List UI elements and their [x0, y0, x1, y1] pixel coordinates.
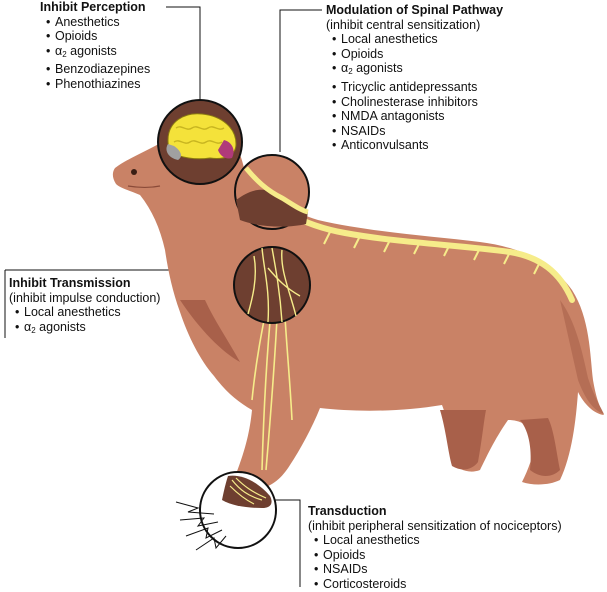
list-item: Tricyclic antidepressants	[326, 80, 503, 95]
modulation-title: Modulation of Spinal Pathway	[326, 3, 504, 17]
list-item: NSAIDs	[308, 562, 562, 577]
modulation-list: Local anesthetics Opioids α2 agonists Tr…	[326, 32, 503, 153]
list-item: Anesthetics	[40, 15, 150, 30]
list-item: α2 agonists	[9, 320, 160, 339]
inhibit-perception-list: Anesthetics Opioids α2 agonists Benzodia…	[40, 15, 150, 92]
modulation-subtitle: (inhibit central sensitization)	[326, 17, 481, 32]
list-item: NSAIDs	[326, 124, 503, 139]
list-item: Cholinesterase inhibitors	[326, 95, 503, 110]
list-item: NMDA antagonists	[326, 109, 503, 124]
list-item: Opioids	[308, 548, 562, 563]
transmission-list: Local anesthetics α2 agonists	[9, 305, 160, 338]
list-item: Anticonvulsants	[326, 138, 503, 153]
transmission-box: Inhibit Transmission (inhibit impulse co…	[9, 276, 160, 338]
list-item: Corticosteroids	[308, 577, 562, 592]
transduction-title: Transduction	[308, 504, 387, 518]
inhibit-perception-box: Inhibit Perception Anesthetics Opioids α…	[40, 0, 150, 92]
spinal-branches	[323, 231, 541, 275]
paw-inset	[175, 471, 277, 551]
list-item: α2 agonists	[40, 44, 150, 63]
modulation-box: Modulation of Spinal Pathway (inhibit ce…	[326, 3, 503, 153]
brain-inset	[157, 99, 243, 185]
list-item: α2 agonists	[326, 61, 503, 80]
list-item: Local anesthetics	[326, 32, 503, 47]
spinal-inset	[234, 154, 310, 230]
transduction-subtitle: (inhibit peripheral sensitization of noc…	[308, 518, 562, 533]
list-item: Opioids	[326, 47, 503, 62]
list-item: Opioids	[40, 29, 150, 44]
inhibit-perception-title: Inhibit Perception	[40, 0, 146, 14]
list-item: Phenothiazines	[40, 77, 150, 92]
nerve-trunk-inset	[233, 246, 311, 324]
modulation-leader	[279, 9, 322, 152]
transmission-subtitle: (inhibit impulse conduction)	[9, 290, 161, 305]
list-item: Local anesthetics	[308, 533, 562, 548]
list-item: Benzodiazepines	[40, 62, 150, 77]
transduction-list: Local anesthetics Opioids NSAIDs Cortico…	[308, 533, 562, 591]
list-item: Local anesthetics	[9, 305, 160, 320]
perception-leader	[166, 6, 201, 100]
dog-body	[112, 122, 604, 488]
pain-stimulus-bolts	[175, 501, 227, 551]
transmission-title: Inhibit Transmission	[9, 276, 131, 290]
transduction-box: Transduction (inhibit peripheral sensiti…	[308, 504, 562, 592]
